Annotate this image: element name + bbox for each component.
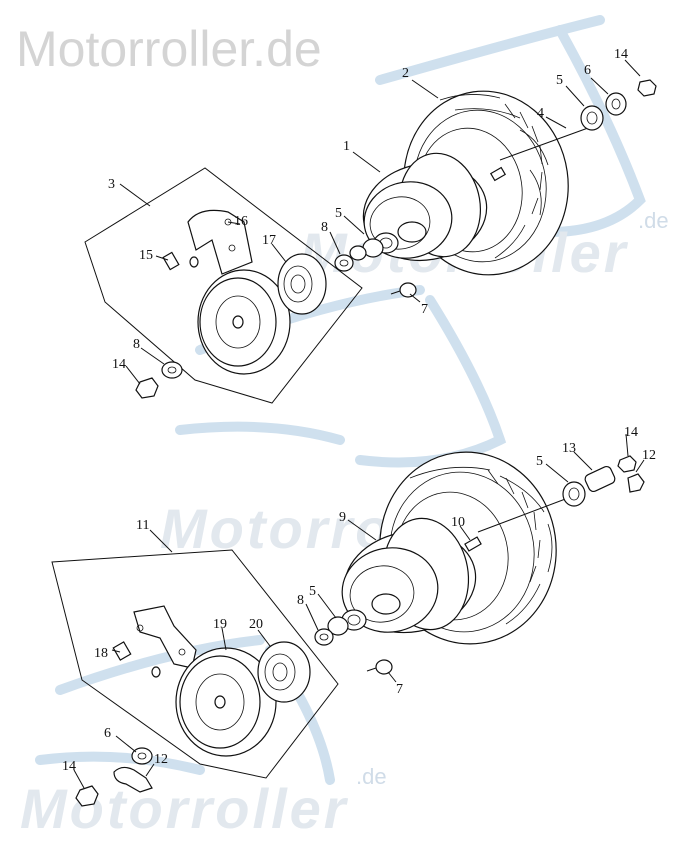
- washer-link-nut-bottom-left: [75, 747, 153, 807]
- callout-10: 10: [451, 515, 465, 530]
- bolt-top: [390, 282, 417, 298]
- bracket-top: [162, 209, 253, 275]
- callout-8-top: 8: [321, 220, 328, 235]
- rim-bottom: [341, 517, 482, 634]
- pulley-top: [197, 269, 291, 375]
- callout-4: 4: [537, 106, 544, 121]
- axle-bottom: [477, 455, 645, 533]
- callout-9: 9: [339, 510, 346, 525]
- callout-5-top-left: 5: [335, 206, 342, 221]
- callout-8-bottom: 8: [297, 593, 304, 608]
- axle-top: [499, 79, 657, 161]
- pulley-bottom: [175, 647, 277, 757]
- bearing-bottom: [257, 641, 311, 703]
- callout-13: 13: [562, 441, 576, 456]
- leader-lines-top: [119, 59, 641, 385]
- callout-17: 17: [262, 233, 276, 248]
- bearing-top: [277, 253, 327, 315]
- kit-outline-bottom: [51, 549, 339, 779]
- leader-lines-bottom: [73, 433, 645, 789]
- callout-7-top: 7: [421, 302, 428, 317]
- callout-19: 19: [213, 617, 227, 632]
- callout-14-top-right: 14: [614, 47, 628, 62]
- kit-outline-top: [84, 167, 363, 404]
- watermark-header: Motorroller.de: [16, 21, 322, 77]
- spacer-stack-top: [334, 232, 399, 272]
- callout-15: 15: [139, 248, 153, 263]
- callout-14-bottom-right: 14: [624, 425, 638, 440]
- callout-5-bottom-left: 5: [309, 584, 316, 599]
- callout-8-top-left: 8: [133, 337, 140, 352]
- watermark-logo-bottom-suffix: .de: [356, 764, 387, 789]
- washer-nut-top-left: [135, 361, 183, 399]
- callout-2: 2: [402, 66, 409, 81]
- callout-7-bottom: 7: [396, 682, 403, 697]
- bottom-assembly: 9 11 5 13 14 12 10 5 8 7 18 19 20 6 12 1…: [51, 425, 656, 807]
- top-assembly: 2 1 3 4 5 6 14 5 8 7 15 16 17 8 14: [84, 47, 657, 404]
- watermark-logo-bottom: Motorroller: [20, 777, 349, 840]
- callout-14-top-left: 14: [112, 357, 126, 372]
- callout-12-bottom-left: 12: [154, 752, 168, 767]
- callout-20: 20: [249, 617, 263, 632]
- callout-5-top-right: 5: [556, 73, 563, 88]
- callout-labels-top: 2 1 3 4 5 6 14 5 8 7 15 16 17 8 14: [108, 47, 628, 372]
- watermark-logo-top-suffix: .de: [638, 208, 669, 233]
- spacer-stack-bottom: [314, 609, 367, 646]
- callout-11: 11: [136, 518, 149, 533]
- callout-16: 16: [234, 214, 248, 229]
- callout-3: 3: [108, 177, 115, 192]
- callout-6-top: 6: [584, 63, 591, 78]
- callout-14-bottom-left: 14: [62, 759, 76, 774]
- callout-5-bottom-right: 5: [536, 454, 543, 469]
- callout-12-bottom-right: 12: [642, 448, 656, 463]
- callout-6-bottom: 6: [104, 726, 111, 741]
- callout-labels-bottom: 9 11 5 13 14 12 10 5 8 7 18 19 20 6 12 1…: [62, 425, 656, 774]
- bolt-bottom: [366, 659, 393, 675]
- callout-1: 1: [343, 139, 350, 154]
- callout-18: 18: [94, 646, 108, 661]
